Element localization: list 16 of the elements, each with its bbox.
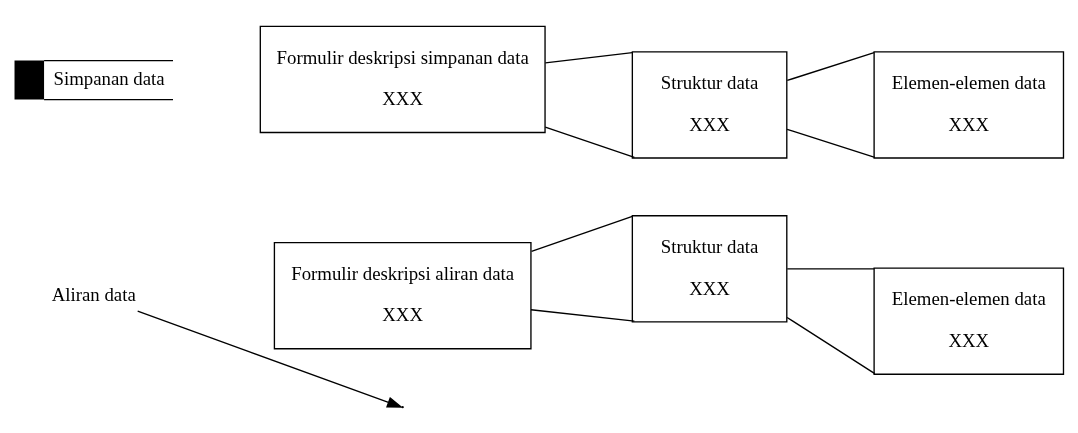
arrow bbox=[137, 310, 404, 408]
connector bbox=[530, 308, 636, 322]
node-box: Struktur data XXX bbox=[631, 214, 788, 323]
node-box: Elemen-elemen data XXX bbox=[873, 266, 1065, 375]
connector bbox=[786, 316, 876, 374]
connector bbox=[544, 51, 633, 63]
connector bbox=[786, 267, 875, 269]
connector bbox=[786, 51, 875, 81]
node-box: Formulir deskripsi simpanan data XXX bbox=[259, 25, 546, 133]
node-box: Elemen-elemen data XXX bbox=[873, 50, 1065, 159]
node-text: Aliran data bbox=[51, 283, 136, 305]
connector bbox=[530, 215, 633, 252]
node-box: Struktur data XXX bbox=[631, 50, 788, 159]
connector bbox=[544, 126, 636, 158]
connector bbox=[786, 128, 876, 158]
node-box: Formulir deskripsi aliran data XXX bbox=[273, 241, 532, 349]
